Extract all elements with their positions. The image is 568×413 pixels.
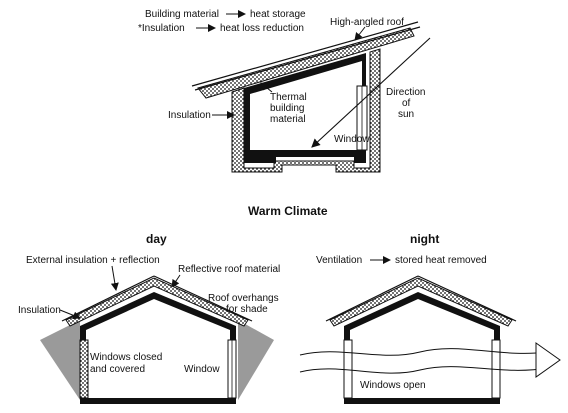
cold-house-diagram: High-angled roof Insulation Thermal buil… (168, 17, 431, 173)
arrow-external (110, 265, 119, 291)
label-reflective-roof: Reflective roof material (178, 264, 280, 275)
day-interior (86, 299, 230, 398)
roof-line-inner (194, 26, 421, 91)
label-windows-open: Windows open (360, 380, 426, 391)
label-external-insulation: External insulation + reflection (26, 255, 160, 266)
label-window-cold: Window (334, 134, 370, 145)
night-title: night (410, 232, 439, 246)
label-insulation-cold: Insulation (168, 110, 211, 121)
label-overhang-1: Roof overhangs (208, 293, 279, 304)
arrow-high-angled-roof (354, 26, 366, 41)
legend-insulation: *Insulation (138, 23, 185, 34)
day-roof-insulation (65, 277, 249, 327)
label-high-angled-roof: High-angled roof (330, 17, 404, 28)
day-house-diagram: day External insulation + reflection Ref… (18, 232, 280, 404)
interior-room (250, 61, 362, 150)
label-thermal-2: building (270, 103, 304, 114)
day-roof-right (153, 275, 253, 322)
label-windows-closed-1: Windows closed (90, 352, 162, 363)
airflow-line-2 (299, 366, 549, 374)
night-roof-insulation (329, 277, 513, 327)
night-roof-left (325, 275, 419, 322)
night-roof-right (417, 275, 517, 322)
arrow-insulation-day (59, 309, 81, 320)
label-stored-heat: stored heat removed (395, 255, 487, 266)
right-shade (238, 320, 274, 400)
warm-climate-title: Warm Climate (248, 204, 328, 218)
day-window-left (79, 339, 89, 399)
label-ventilation: Ventilation (316, 255, 362, 266)
airflow-line-1 (299, 348, 549, 356)
label-direction-2: of (402, 98, 411, 109)
legend: Building material heat storage *Insulati… (138, 9, 306, 34)
legend-building-material: Building material (145, 9, 219, 20)
wall-insulation (231, 48, 381, 173)
label-overhang-2: for shade (226, 304, 268, 315)
roof-insulation (197, 27, 415, 99)
label-thermal-1: Thermal (270, 92, 307, 103)
legend-heat-loss-reduction: heat loss reduction (220, 23, 304, 34)
night-house-diagram: night Ventilation stored heat removed Wi… (299, 232, 561, 404)
label-thermal-3: material (270, 114, 306, 125)
airflow-arrowhead (535, 342, 561, 378)
label-direction-3: sun (398, 109, 414, 120)
roof-line-outer (191, 21, 419, 87)
day-title: day (146, 232, 167, 246)
sun-ray-arrow (311, 37, 431, 148)
arrow-thermal (260, 82, 273, 93)
legend-heat-storage: heat storage (250, 9, 306, 20)
label-window-day: Window (184, 364, 220, 375)
left-shade (40, 320, 80, 400)
label-direction-1: Direction (386, 87, 425, 98)
label-windows-closed-2: and covered (90, 364, 145, 375)
night-window-left (343, 339, 353, 399)
label-insulation-day: Insulation (18, 305, 61, 316)
